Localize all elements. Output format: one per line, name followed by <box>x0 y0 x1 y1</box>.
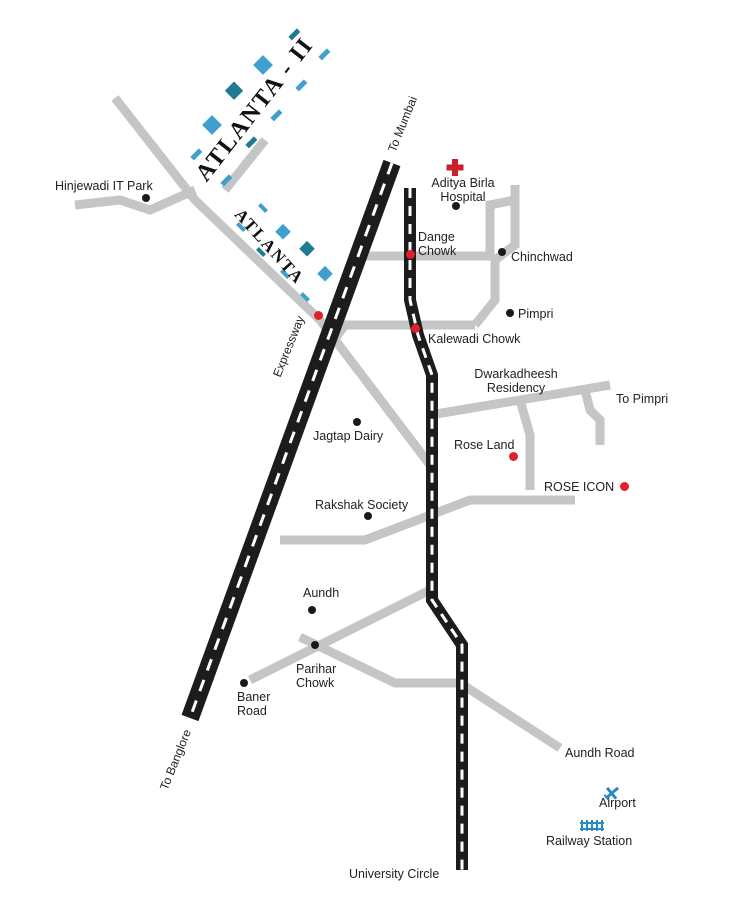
atlanta-ii-decor <box>190 28 331 187</box>
dange-chowk-label: Dange Chowk <box>418 230 457 258</box>
parihar-marker[interactable] <box>311 641 319 649</box>
chinchwad-marker[interactable] <box>498 248 506 256</box>
kalewadi-label: Kalewadi Chowk <box>428 332 521 346</box>
aditya-birla-label: Aditya Birla Hospital <box>431 176 495 204</box>
chinchwad-label: Chinchwad <box>511 250 573 264</box>
university-circle-label: University Circle <box>349 867 440 881</box>
rose-land-marker[interactable] <box>509 452 518 461</box>
dwarkadheesh-label: Dwarkadheesh Residency <box>474 367 558 395</box>
aundh-marker[interactable] <box>308 606 316 614</box>
railway-icon <box>580 820 604 831</box>
pimpri-label: Pimpri <box>518 307 554 321</box>
to-pimpri-label: To Pimpri <box>616 392 669 406</box>
airport-label: Airport <box>599 796 636 810</box>
dange-chowk-marker[interactable] <box>406 250 415 259</box>
rose-icon-marker[interactable] <box>620 482 629 491</box>
jagtap-label: Jagtap Dairy <box>313 429 384 443</box>
aundh-label: Aundh <box>303 586 340 600</box>
baner-marker[interactable] <box>240 679 248 687</box>
rose-land-label: Rose Land <box>454 438 515 452</box>
parihar-label: Parihar Chowk <box>296 662 337 690</box>
rose-icon-label: ROSE ICON <box>544 480 615 494</box>
hinjewadi-label: Hinjewadi IT Park <box>55 179 153 193</box>
kalewadi-marker[interactable] <box>411 324 420 333</box>
pimpri-marker[interactable] <box>506 309 514 317</box>
jagtap-marker[interactable] <box>353 418 361 426</box>
atlanta-decor <box>236 203 333 302</box>
aundh-road-label: Aundh Road <box>565 746 635 760</box>
rakshak-marker[interactable] <box>364 512 372 520</box>
baner-road-label: Baner Road <box>237 690 271 718</box>
airport-icon <box>603 786 620 801</box>
hospital-cross-icon <box>446 159 464 176</box>
railway-station-label: Railway Station <box>546 834 633 848</box>
aditya-birla-marker[interactable] <box>452 202 460 210</box>
atlanta-location-marker[interactable] <box>314 311 323 320</box>
hinjewadi-marker[interactable] <box>142 194 150 202</box>
rakshak-label: Rakshak Society <box>315 498 409 512</box>
